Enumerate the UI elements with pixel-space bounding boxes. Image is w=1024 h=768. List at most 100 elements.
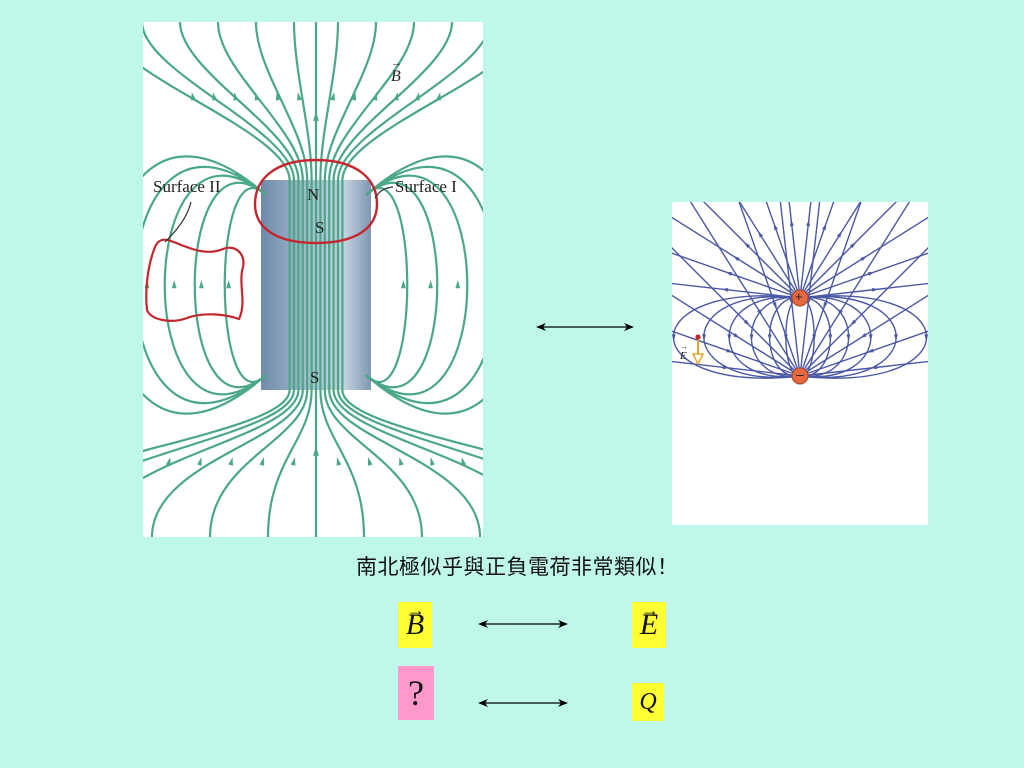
field-arrow (727, 334, 732, 341)
field-loop (365, 165, 483, 405)
field-line (799, 216, 928, 299)
field-arrow (726, 348, 733, 353)
field-line (266, 22, 313, 537)
field-line (799, 202, 897, 299)
electric-dipole-figure: + – E (672, 202, 928, 525)
north-pole-label: N (307, 185, 320, 204)
field-arrow (455, 280, 461, 289)
field-arrow (870, 365, 878, 370)
field-line (672, 216, 801, 299)
field-line (779, 202, 801, 377)
dipole-field-lines (672, 202, 928, 385)
negative-charge (791, 367, 809, 385)
field-line (788, 202, 801, 299)
field-arrow (850, 319, 857, 326)
field-arrow (725, 271, 733, 276)
field-arrow (849, 242, 856, 249)
field-line (150, 22, 304, 537)
field-arrow (436, 92, 441, 101)
south-pole-label-top: S (315, 218, 325, 237)
field-line (799, 202, 821, 377)
field-arrow (733, 255, 740, 262)
positive-charge-sign: + (795, 289, 803, 304)
surface-two-label: Surface II (153, 177, 221, 196)
field-arrow (171, 280, 177, 289)
e-vector-point (695, 334, 701, 340)
field-line (799, 247, 928, 377)
field-arrow (783, 334, 788, 341)
field-arrow (823, 302, 828, 309)
field-arrow (757, 231, 764, 238)
field-line (799, 282, 928, 299)
field-arrow (871, 287, 879, 292)
field-line (799, 202, 812, 299)
south-pole-label-bottom: S (310, 368, 320, 387)
field-arrow (461, 457, 467, 466)
field-arrow (743, 319, 750, 326)
double-arrow-icon (478, 699, 568, 707)
surface-two-leader (164, 201, 192, 243)
field-arrow (430, 457, 435, 466)
field-arrow (812, 334, 817, 341)
field-arrow (336, 457, 342, 466)
field-arrow (415, 92, 420, 101)
field-line (689, 202, 801, 377)
field-arrow (351, 92, 357, 101)
field-line (799, 294, 928, 377)
field-arrow (789, 219, 794, 227)
e-vector-head (691, 353, 705, 366)
field-arrow (721, 287, 729, 292)
field-line (765, 202, 801, 299)
field-line (341, 70, 483, 451)
field-arrow (767, 334, 772, 341)
field-arrow (330, 92, 335, 101)
field-line (799, 252, 928, 299)
field-arrow (197, 457, 202, 466)
field-loop (365, 181, 439, 389)
field-arrow (860, 333, 867, 339)
field-arrow (773, 223, 778, 231)
field-line (143, 22, 300, 480)
field-arrow (772, 302, 777, 309)
field-arrow (228, 457, 233, 466)
field-line (799, 202, 835, 299)
field-loop (193, 181, 267, 389)
field-arrow (822, 223, 827, 231)
field-loop (365, 186, 409, 384)
magnet-field-lines (143, 22, 483, 537)
field-line (672, 247, 801, 377)
field-line (336, 39, 483, 460)
double-arrow-icon (478, 620, 568, 628)
field-arrow (868, 334, 873, 341)
field-arrow (199, 280, 204, 289)
field-line (799, 202, 911, 377)
field-arrow (372, 92, 378, 101)
field-arrow (860, 255, 867, 262)
field-arrow (313, 111, 319, 121)
field-line (672, 282, 801, 299)
unknown-symbol: ? (398, 666, 434, 720)
charge-symbol: Q (632, 683, 664, 721)
field-arrow (894, 334, 898, 341)
field-arrow (836, 231, 843, 238)
field-line (703, 202, 801, 299)
field-arrow (749, 334, 754, 341)
caption-text: 南北極似乎與正負電荷非常類似！ (356, 555, 679, 579)
field-loop (365, 174, 469, 396)
b-field-symbol: B (398, 600, 432, 648)
field-arrow (806, 219, 811, 227)
field-arrow (191, 92, 196, 101)
field-arrow (722, 365, 730, 370)
field-arrow (837, 309, 843, 316)
double-arrow-icon (536, 323, 634, 331)
field-loop (365, 155, 483, 415)
field-arrow (757, 309, 763, 316)
surface-two-outline (145, 238, 245, 322)
field-arrow (275, 92, 281, 101)
field-arrow (259, 457, 265, 466)
field-line (319, 22, 366, 537)
field-line (799, 360, 928, 377)
field-arrow (254, 92, 260, 101)
field-arrow (867, 348, 874, 353)
field-arrow (399, 457, 404, 466)
